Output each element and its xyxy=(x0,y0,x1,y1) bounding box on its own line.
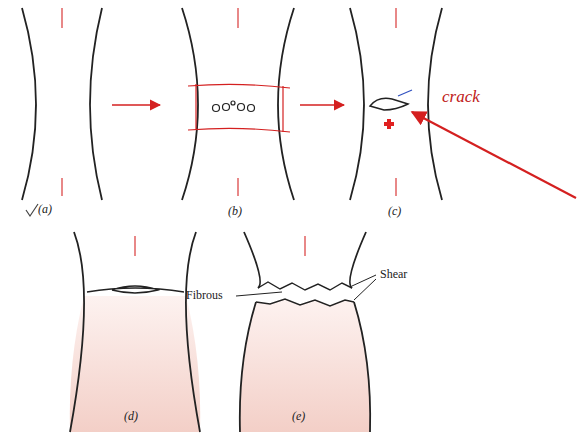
figure-label: (e) xyxy=(292,410,305,423)
figure-label: (d) xyxy=(124,410,138,423)
internal-crack xyxy=(87,286,184,293)
shaded-piece xyxy=(70,296,200,432)
crack-void xyxy=(370,98,408,110)
pen-mark xyxy=(398,90,412,96)
handwritten-note: crack xyxy=(442,88,480,107)
fracture-surface-top xyxy=(258,282,352,290)
step-arrow xyxy=(300,104,344,106)
figure-label: (b) xyxy=(228,205,242,218)
fracture-surface-bottom xyxy=(256,299,354,306)
figure-label: (a) xyxy=(38,203,52,216)
check-mark xyxy=(26,204,38,216)
specimen-a xyxy=(22,8,102,200)
axis-mark xyxy=(62,8,396,256)
specimen-d xyxy=(70,232,200,432)
specimen-b xyxy=(182,8,294,200)
microvoids xyxy=(213,101,255,112)
zone-label: Shear xyxy=(380,268,407,281)
step-arrow xyxy=(112,104,160,106)
leader-line xyxy=(236,275,376,300)
neck-zone-lines xyxy=(188,84,290,132)
zone-label: Fibrous xyxy=(186,289,223,302)
pointer-arrow xyxy=(412,112,576,198)
red-cross xyxy=(384,119,394,129)
specimen-e xyxy=(240,232,370,432)
specimen-c xyxy=(350,8,442,200)
figure-label: (c) xyxy=(388,205,401,218)
shaded-piece xyxy=(240,299,370,432)
